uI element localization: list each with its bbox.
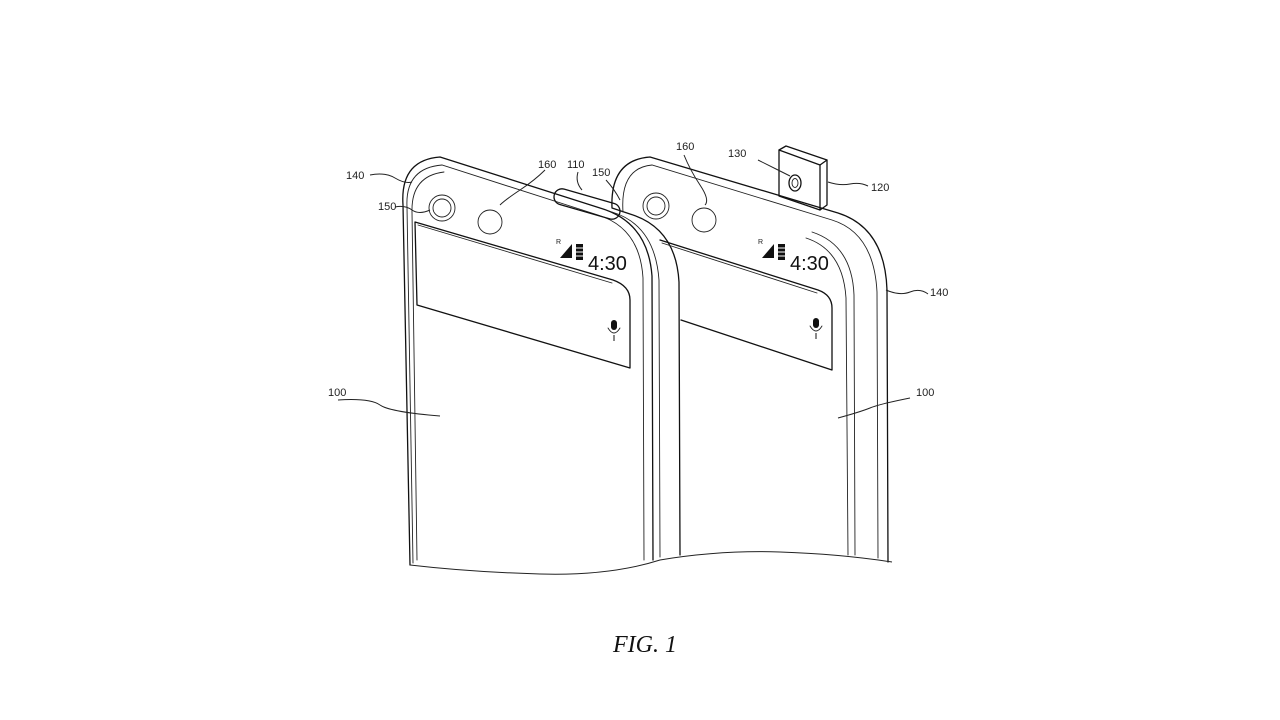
microphone-icon	[607, 320, 621, 341]
right-device-outline	[611, 156, 889, 563]
signal-icon: R	[556, 239, 572, 258]
ref-label-150-left: 150	[378, 201, 396, 213]
ref-label-120: 120	[871, 182, 889, 194]
notch	[553, 171, 621, 220]
ref-label-100-right: 100	[916, 387, 934, 399]
camera-lens-icon	[788, 174, 802, 192]
right-clock-text: 4:30	[790, 253, 829, 275]
microphone-icon	[809, 318, 823, 339]
battery-icon	[576, 244, 583, 260]
right-sensor-lens	[642, 192, 670, 220]
ref-label-160-right: 160	[676, 141, 694, 153]
left-device-outline	[402, 156, 654, 566]
ref-label-150-right: 150	[592, 167, 610, 179]
left-speaker-lens	[477, 209, 503, 235]
left-clock-text: 4:30	[588, 253, 627, 275]
battery-icon	[778, 244, 785, 260]
svg-text:R: R	[758, 239, 763, 246]
left-notification-panel	[414, 221, 631, 369]
right-device: R 4:30	[605, 154, 929, 563]
ref-label-100-left: 100	[328, 387, 346, 399]
figure-caption: FIG. 1	[612, 632, 677, 658]
right-device-inner-frame	[622, 164, 879, 559]
ref-label-110: 110	[567, 159, 585, 171]
ref-label-140-right: 140	[930, 287, 948, 299]
ref-label-140-left: 140	[346, 170, 364, 182]
ref-label-130: 130	[728, 148, 746, 160]
popup-camera-module	[757, 145, 869, 211]
left-sensor-lens	[428, 194, 456, 222]
left-device: R 4:30	[337, 156, 661, 566]
signal-icon: R	[758, 239, 774, 258]
right-notification-panel	[659, 239, 833, 371]
bottom-break-line	[409, 551, 893, 575]
svg-text:R: R	[556, 239, 561, 246]
ref-label-160-left: 160	[538, 159, 556, 171]
left-device-edge	[411, 171, 445, 561]
right-speaker-lens	[691, 207, 717, 233]
left-device-inner-frame	[406, 164, 645, 564]
